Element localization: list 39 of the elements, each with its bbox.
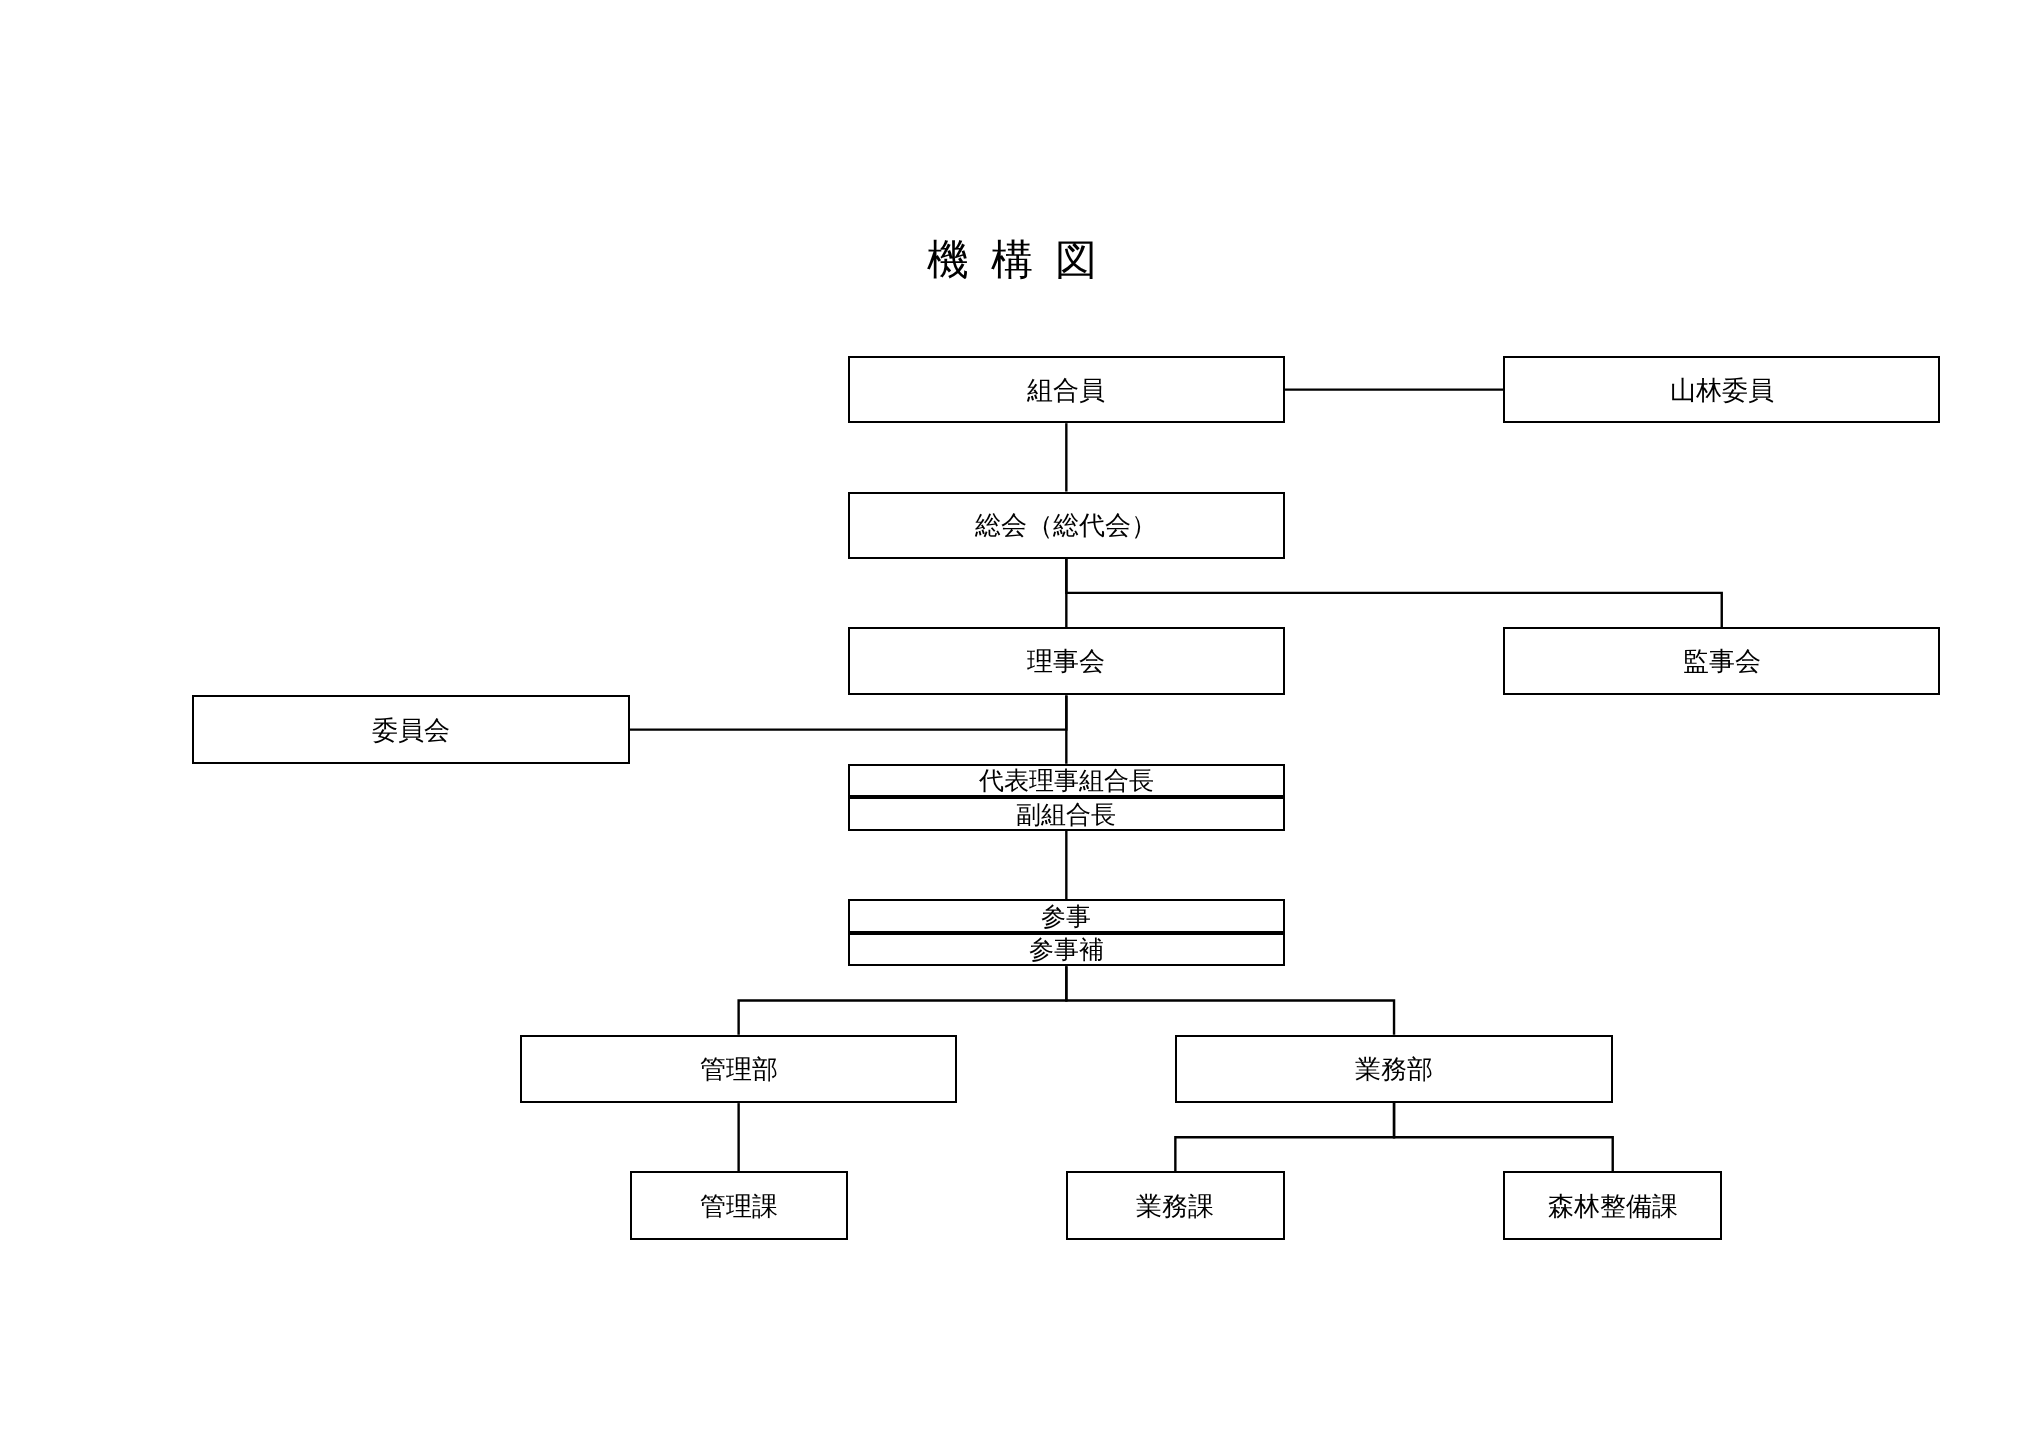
box-label: 理事会 — [1027, 648, 1106, 675]
box-label: 森林整備課 — [1547, 1192, 1678, 1219]
box-label: 代表理事組合長 — [978, 768, 1154, 794]
org-box — [1503, 627, 1941, 696]
org-box — [192, 695, 630, 764]
box-label: 副組合長 — [1016, 801, 1117, 827]
connector-line — [1065, 966, 1396, 1035]
box-label: 山林委員 — [1669, 376, 1774, 403]
box-label: 参事 — [1041, 903, 1092, 929]
box-label: 業務部 — [1355, 1055, 1433, 1082]
connector-line — [1285, 388, 1504, 391]
org-box — [847, 797, 1285, 831]
org-box — [847, 491, 1285, 559]
box-label: 監事会 — [1682, 648, 1761, 675]
org-box — [519, 1034, 958, 1104]
connector-line — [1065, 830, 1068, 900]
org-box — [629, 1171, 848, 1240]
box-label: 参事補 — [1028, 937, 1104, 963]
box-label: 総会（総代会） — [975, 512, 1158, 539]
connector-line — [1065, 558, 1723, 628]
org-box — [847, 899, 1285, 933]
connector-line — [737, 1103, 740, 1172]
connector-line — [1392, 1103, 1614, 1172]
connector-line — [1065, 423, 1068, 492]
org-box — [847, 627, 1285, 696]
org-box — [847, 763, 1285, 798]
org-box — [847, 932, 1285, 967]
org-box — [1503, 1171, 1723, 1240]
box-label: 業務課 — [1136, 1192, 1215, 1219]
org-box — [847, 356, 1285, 424]
diagram-title: 機構図 — [925, 235, 1119, 284]
org-box — [1175, 1034, 1613, 1104]
box-label: 管理部 — [699, 1055, 778, 1082]
org-box — [1065, 1171, 1285, 1240]
box-label: 管理課 — [699, 1192, 778, 1219]
connector-line — [1065, 695, 1068, 764]
org-box — [1503, 356, 1941, 424]
box-label: 組合員 — [1027, 376, 1106, 403]
box-label: 委員会 — [371, 716, 450, 743]
